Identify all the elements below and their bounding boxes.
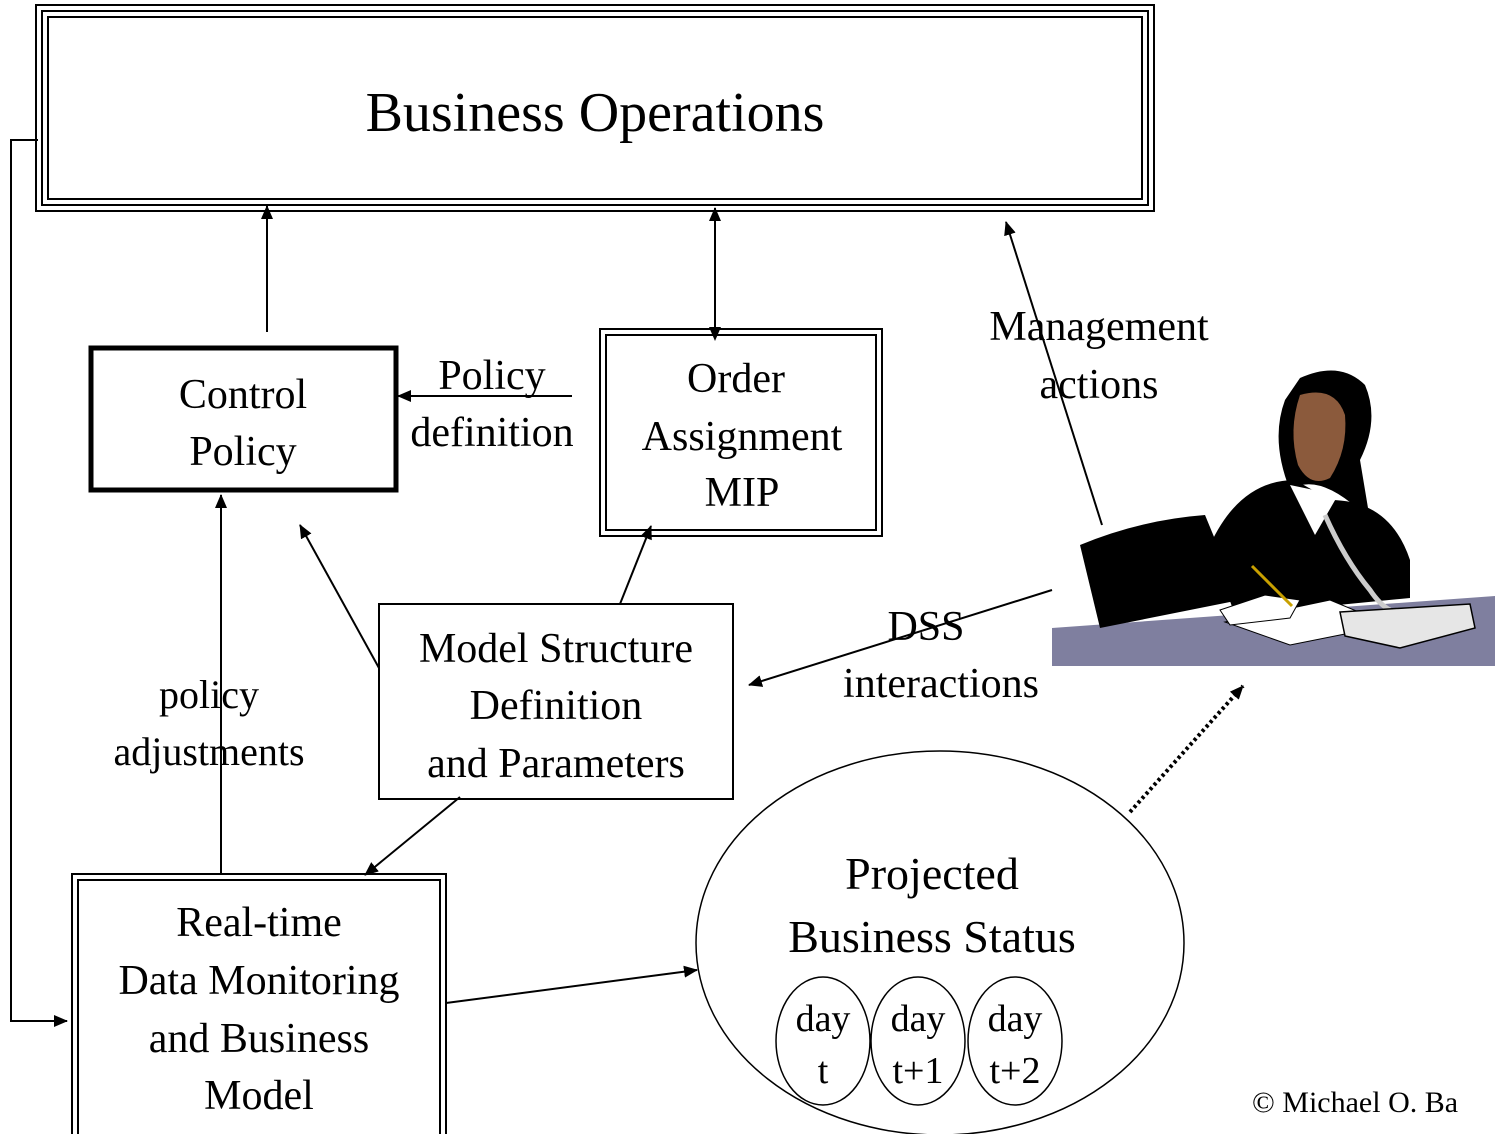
order-assignment-line-1: Order [687, 356, 785, 402]
arrow-model-to-control [299, 524, 380, 669]
arrow-monitoring-to-projected [445, 965, 698, 1004]
policy-adjustments-line-2: adjustments [113, 729, 304, 774]
arrow-dss-interactions [748, 589, 1053, 687]
day-t2-line-1: day [988, 998, 1043, 1040]
model-structure-line-2: Definition [470, 683, 643, 729]
model-structure-line-1: Model Structure [419, 626, 693, 672]
day-t-plus-2: day t+2 [967, 976, 1063, 1106]
business-operations-label: Business Operations [366, 82, 825, 144]
arm [1219, 594, 1301, 626]
management-actions-line-1: Management [989, 304, 1209, 350]
projected-line-2: Business Status [788, 911, 1076, 962]
day-t1-line-1: day [891, 998, 946, 1040]
day-t1-line-2: t+1 [893, 1050, 944, 1092]
dss-interactions-line-1: DSS [887, 604, 964, 650]
management-actions-line-2: actions [1040, 362, 1159, 408]
desk-phone [1339, 603, 1476, 649]
order-assignment-line-3: MIP [705, 470, 780, 516]
policy-definition-line-2: definition [410, 410, 573, 456]
copyright-text: © Michael O. Ba [1252, 1086, 1458, 1119]
policy-adjustments-line-1: policy [159, 672, 259, 717]
arrow-operations-to-monitoring [10, 139, 68, 1027]
control-policy-box: Control Policy [88, 345, 399, 493]
phone-cord [1322, 513, 1392, 613]
arrow-management-actions [1004, 221, 1103, 526]
business-operations-box: Business Operations [35, 4, 1155, 212]
order-assignment-box: Order Assignment MIP [599, 328, 883, 537]
order-assignment-line-2: Assignment [642, 414, 843, 460]
realtime-line-2: Data Monitoring [118, 958, 399, 1004]
arrow-projected-to-manager [1128, 684, 1245, 814]
day-t2-line-2: t+2 [990, 1050, 1041, 1092]
face [1293, 392, 1346, 482]
realtime-line-3: and Business [149, 1016, 370, 1062]
realtime-line-1: Real-time [176, 900, 342, 946]
model-structure-box: Model Structure Definition and Parameter… [378, 603, 734, 800]
arrow-model-to-order [619, 525, 652, 605]
control-policy-line-2: Policy [189, 429, 296, 475]
pen [1250, 564, 1294, 608]
dss-interactions-line-2: interactions [843, 661, 1039, 707]
day-t: day t [775, 976, 871, 1106]
realtime-line-4: Model [204, 1073, 314, 1119]
policy-definition-line-1: Policy [438, 353, 545, 399]
connectors [10, 139, 1245, 1027]
day-t-plus-1: day t+1 [870, 976, 966, 1106]
projected-line-1: Projected [845, 848, 1019, 899]
realtime-monitoring-box: Real-time Data Monitoring and Business M… [71, 873, 447, 1134]
control-policy-line-1: Control [179, 372, 307, 418]
model-structure-line-3: and Parameters [427, 741, 685, 787]
arrow-model-to-monitoring [364, 796, 461, 876]
day-t-line-2: t [818, 1050, 829, 1092]
businesswoman-icon [1052, 370, 1495, 666]
chair [1080, 515, 1240, 628]
day-t-line-1: day [796, 998, 851, 1040]
collar [1290, 485, 1338, 535]
